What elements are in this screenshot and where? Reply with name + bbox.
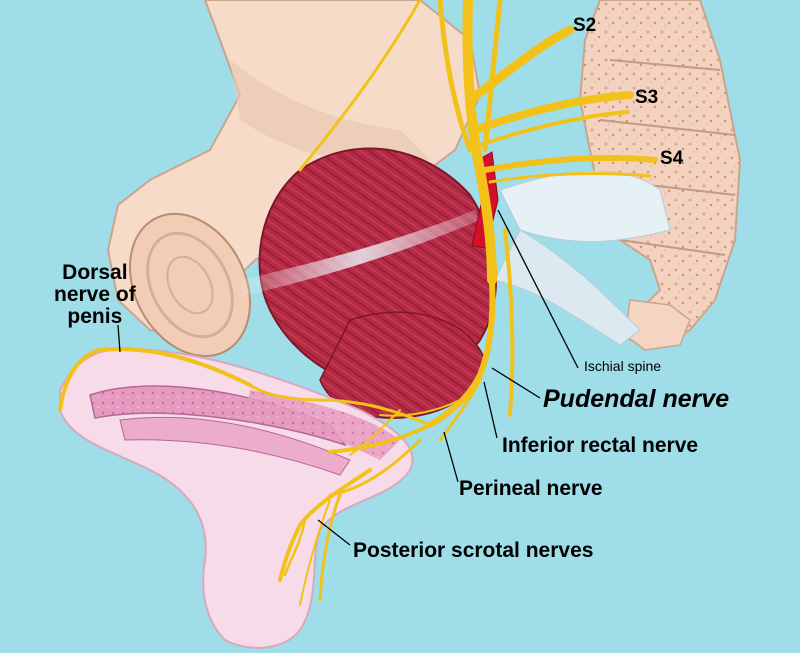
leader-ischial-spine: [497, 209, 579, 369]
perineal-tissue: [245, 390, 400, 460]
nerve-trunk-main: [462, 0, 497, 285]
label-perineal-nerve: Perineal nerve: [459, 477, 603, 500]
label-posterior-scrotal-nerves: Posterior scrotal nerves: [353, 539, 594, 562]
hip-bone-shading: [230, 60, 430, 164]
label-s2: S2: [573, 15, 597, 36]
leader-dorsal-nerve: [117, 324, 121, 353]
pudendal-nerve-path: [427, 277, 496, 428]
nerve-s2-root: [465, 25, 575, 105]
label-inferior-rectal-nerve: Inferior rectal nerve: [502, 434, 699, 457]
label-s3: S3: [635, 87, 659, 108]
label-pudendal-nerve: Pudendal nerve: [543, 385, 730, 413]
label-dorsal-nerve: Dorsal nerve of penis: [54, 261, 136, 329]
sacral-segments: [599, 59, 736, 256]
nerve-s3-root: [471, 91, 634, 134]
label-dorsal-line-1: Dorsal: [62, 261, 128, 284]
nerve-s4-root: [482, 155, 658, 173]
label-dorsal-line-2: nerve of: [54, 283, 136, 307]
femur-head: [129, 212, 251, 358]
label-s4: S4: [660, 148, 684, 169]
perineal-nerve-path: [328, 423, 432, 454]
leader-perineal: [443, 431, 459, 483]
corpus-cavernosum: [119, 416, 351, 476]
label-ischial-spine: Ischial spine: [584, 358, 662, 374]
label-dorsal-line-3: penis: [67, 305, 123, 329]
leader-pudendal-nerve: [491, 367, 541, 399]
sacrospinous-ligament: [499, 170, 671, 242]
dorsal-nerve-path: [58, 347, 252, 412]
needle-streak: [240, 210, 480, 296]
posterior-scrotal-nerves-path: [278, 468, 372, 582]
corpus-spongiosum: [89, 385, 348, 447]
sacrotuberous-ligament: [494, 229, 641, 346]
leader-posterior-scrotal: [317, 519, 351, 546]
leader-inferior-rectal: [483, 381, 498, 439]
